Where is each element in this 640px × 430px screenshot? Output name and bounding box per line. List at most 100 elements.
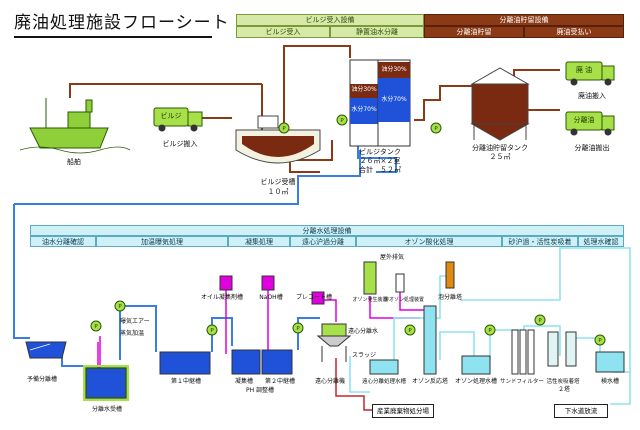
pump-label: P (210, 328, 214, 334)
carbon-tower-2 (565, 331, 577, 367)
bilge-facility-header: ビルジ受入設備 (236, 14, 424, 26)
waste-ozone-label: 排オゾン処理装置 (384, 297, 425, 303)
carbon-tower-1 (547, 331, 559, 367)
foam-tower-label: 泡分離塔 (437, 294, 462, 301)
pipe-ph-to-centrifuge (297, 317, 320, 350)
section-header-ozone: オゾン酸化処理 (356, 236, 502, 247)
sep-oil-facility-header: 分離油貯留設備 (424, 14, 624, 26)
sludge-label: スラッジ (352, 352, 377, 359)
pipe-ozone-to-treated (439, 331, 475, 360)
tank-oil-big: 油分30% (381, 66, 407, 73)
bilge-in-label: ビルジ搬入 (162, 140, 198, 148)
pipe-ozone-loop (393, 275, 446, 360)
pipe-sludge (335, 358, 372, 411)
page-title: 廃油処理施設フローシート (14, 12, 229, 38)
pump-relay1 (114, 300, 126, 312)
pipe-pre-to-recv (61, 355, 84, 367)
ph-adj-label: PH 調整槽 (245, 387, 275, 394)
ozone-treated-label: オゾン処理水槽 (454, 378, 497, 385)
carbon-count-label: ２塔 (557, 386, 570, 393)
pipe-sep-to-waste-truck (513, 69, 560, 76)
pump-receive (278, 122, 290, 134)
centrifuge-unit (316, 323, 352, 362)
pipe-relay1-to-coag (211, 317, 233, 352)
pipe-main-water-top (14, 150, 361, 205)
oil-coag-tank-label: オイル凝集剤槽 (200, 294, 243, 301)
industrial-waste-box: 産業廃棄物処分場 (372, 404, 434, 418)
truck-waste-label: 廃 油 (575, 66, 593, 74)
sep-tank-cap: ２５㎥ (489, 153, 511, 161)
pump-pre-sep (90, 320, 102, 332)
sand-filter-label: サンドフィルター (500, 379, 544, 385)
waste-in-label: 廃油搬入 (578, 92, 606, 100)
steam-heat-label: 蒸気加温 (120, 330, 145, 337)
bilge-tank-total: 合計 ５２㎥ (359, 166, 401, 174)
pump-bilgetank (336, 114, 348, 126)
receive-tank-cap: １０㎥ (267, 188, 289, 196)
pipe-bilgetank-water-out (357, 146, 397, 173)
pump-ph (292, 322, 304, 334)
pre-sep-tank (25, 341, 67, 359)
bilge-tank (349, 59, 411, 147)
pipe-check-to-sewer (610, 371, 631, 405)
pump-check (594, 334, 606, 346)
pump-ozone (404, 324, 416, 336)
pump-label: P (408, 328, 412, 334)
pipe-main-water-line (13, 204, 30, 339)
pump-label: P (598, 338, 602, 344)
section-header-centrifuge: 遠心沪過分離 (290, 236, 356, 247)
section-header-sand-carbon: 砂沪過・活性炭吸着 (502, 236, 578, 247)
carbon-tower-label: 活性炭吸着塔 (546, 379, 580, 385)
pipe-centrifuge-to-ozone (349, 356, 370, 393)
pipe-recv-to-relay1 (119, 305, 157, 360)
pump-label: P (282, 126, 286, 132)
pump-label: P (434, 126, 438, 132)
ozone-react-label: オゾン反応塔 (411, 378, 448, 385)
truck-waste-oil (565, 61, 615, 86)
pump-treated (484, 324, 496, 336)
truck-sep-label: 分離油 (573, 116, 595, 124)
pump-label: P (118, 304, 122, 310)
pump-sand (534, 314, 546, 326)
oil-coag-chem-tank (219, 275, 233, 291)
pipe-waste-ozone (399, 292, 430, 311)
sep-out-label: 分離油搬出 (574, 144, 610, 152)
exhaust-label: 屋外排気 (380, 254, 405, 261)
sewer-box: 下水道放流 (554, 404, 608, 418)
relay1-tank (159, 351, 211, 375)
ship-label: 船舶 (67, 158, 81, 166)
naoh-chem-tank (261, 275, 275, 291)
waste-ozone-device (395, 273, 405, 293)
ozone-generator (363, 261, 377, 295)
pipe-recirc (460, 247, 631, 372)
pump-label: P (538, 318, 542, 324)
bilge-receive-header: ビルジ受入 (236, 26, 330, 38)
pipe-receive-to-bilgetank (283, 45, 351, 128)
polycoag-chem-tank (311, 291, 325, 305)
pump-label: P (94, 324, 98, 330)
relay1-label: 第１中継槽 (170, 378, 201, 385)
pump-label: P (340, 118, 344, 124)
foam-tower (445, 261, 455, 289)
pumps (90, 114, 606, 346)
water-facility-header: 分離水処理設備 (30, 225, 624, 236)
truck-sep-oil (565, 111, 615, 136)
bilge-tank-name: ビルジタンク (359, 148, 401, 156)
waste-oil-payout-header: 廃油受払い (524, 26, 624, 38)
sep-oil-tank (470, 67, 530, 141)
aeration-air-label: 曝気エアー (120, 318, 150, 325)
centrifuge-recv-label: 遠心分離処理水槽 (361, 379, 406, 385)
check-tank (595, 351, 625, 373)
bilge-tank-cap: ２６㎥×２室 (359, 157, 401, 165)
pump-label: P (296, 326, 300, 332)
centrifuge-recv-tank (369, 359, 399, 375)
polycoag-tank-label: プレコート槽 (296, 294, 333, 301)
pre-sep-label: 予備分離槽 (26, 376, 57, 383)
centrifuge-water-label: 遠心分離水 (348, 328, 379, 335)
truck-bilge-label: ビルジ (160, 112, 182, 120)
ozone-treated-tank (461, 355, 491, 375)
tank-water-big: 水分70% (381, 96, 407, 103)
sep-water-recv-label: 分離水受槽 (91, 406, 122, 413)
ship-shape (19, 98, 131, 154)
